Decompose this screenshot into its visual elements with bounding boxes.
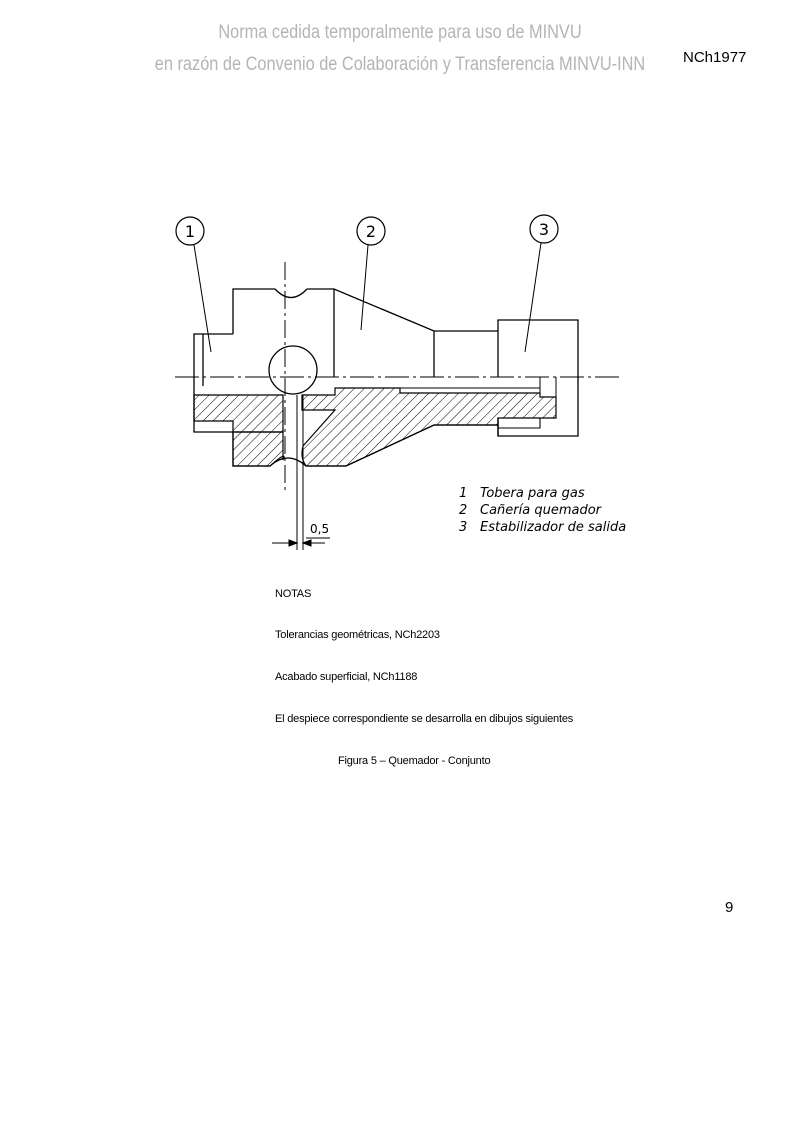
figure-caption: Figura 5 – Quemador - Conjunto xyxy=(338,755,491,767)
watermark-line-2: en razón de Convenio de Colaboración y T… xyxy=(154,54,646,75)
balloon-1: 1 xyxy=(175,216,212,353)
legend-number-3: 3 xyxy=(459,520,467,535)
standard-code: NCh1977 xyxy=(683,49,747,66)
legend-text-1: Tobera para gas xyxy=(480,486,585,501)
balloon-2-label: 2 xyxy=(366,222,376,241)
note-item: Tolerancias geométricas, NCh2203 xyxy=(275,629,440,641)
legend-text-2: Cañería quemador xyxy=(480,503,603,518)
balloon-3-label: 3 xyxy=(539,220,549,239)
note-item: Acabado superficial, NCh1188 xyxy=(275,671,418,683)
dimension-0-5 xyxy=(272,395,330,550)
balloon-3: 3 xyxy=(524,214,559,353)
note-item: El despiece correspondiente se desarroll… xyxy=(275,713,574,725)
balloon-1-label: 1 xyxy=(185,222,195,241)
dimension-label: 0,5 xyxy=(310,522,329,536)
legend-number-2: 2 xyxy=(459,503,467,518)
balloon-2: 2 xyxy=(356,216,386,331)
page-number: 9 xyxy=(725,899,734,916)
legend-text-3: Estabilizador de salida xyxy=(480,520,626,535)
watermark-line-1: Norma cedida temporalmente para uso de M… xyxy=(218,22,582,43)
legend-number-1: 1 xyxy=(459,486,467,501)
notes-title: NOTAS xyxy=(275,588,312,600)
section-hatching xyxy=(193,377,557,467)
drawing-legend: 1 Tobera para gas 2 Cañería quemador 3 E… xyxy=(459,486,626,535)
